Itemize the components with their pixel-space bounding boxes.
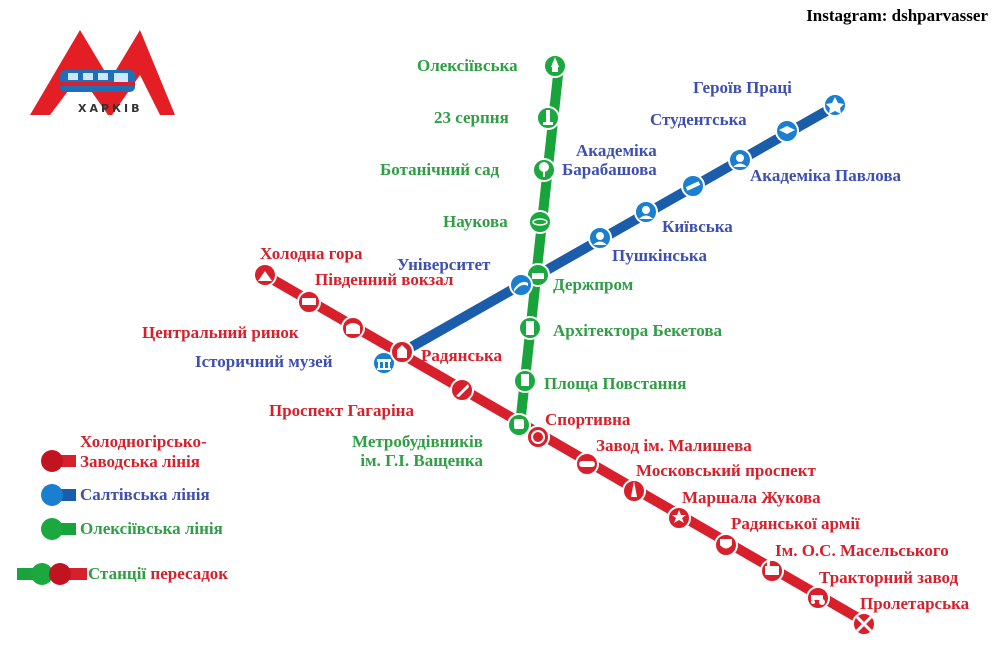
station-maselskoho[interactable]: Ім. О.С. Масельського: [775, 541, 949, 560]
atom-icon: [528, 210, 552, 234]
ball-icon: [526, 425, 550, 449]
legend-markers: [17, 450, 87, 585]
legend-transfer-green-dot: [31, 563, 53, 585]
station-heroiv-pratsi[interactable]: Героїв Праці: [693, 78, 792, 97]
station-kholodna-hora[interactable]: Холодна гора: [260, 244, 363, 263]
station-derzhprom[interactable]: Держпром: [553, 275, 634, 294]
station-botanichnyi-sad[interactable]: Ботанічний сад: [380, 160, 500, 179]
station-marshala-zhukova[interactable]: Маршала Жукова: [682, 488, 821, 507]
legend-blue-dot: [41, 484, 63, 506]
station-zavod-malysheva[interactable]: Завод ім. Малишева: [596, 436, 752, 455]
station-akad-barabashova[interactable]: Академіка Барабашова: [562, 141, 657, 180]
legend-green-line: Олексіївська лінія: [80, 519, 223, 538]
station-pivdennyi-vokzal[interactable]: Південний вокзал: [315, 270, 454, 289]
station-moskovskyi-prospekt[interactable]: Московський проспект: [636, 461, 816, 480]
station-kyivska[interactable]: Київська: [662, 217, 733, 236]
station-radianskoi-armii[interactable]: Радянської армії: [731, 514, 860, 533]
station-studentska[interactable]: Студентська: [650, 110, 747, 129]
station-beketova[interactable]: Архітектора Бекетова: [553, 321, 723, 340]
station-traktornyi-zavod[interactable]: Тракторний завод: [819, 568, 959, 587]
metro-m-logo: ХАРКІВ: [30, 30, 175, 115]
station-akad-pavlova[interactable]: Академіка Павлова: [750, 166, 902, 185]
station-oleksiivska[interactable]: Олексіївська: [417, 56, 518, 75]
station-sportyvna[interactable]: Спортивна: [545, 410, 631, 429]
station-proletarska[interactable]: Пролетарська: [860, 594, 970, 613]
station-prospekt-haharina[interactable]: Проспект Гагаріна: [269, 401, 414, 420]
station-istorychnyi-muzei[interactable]: Історичний музей: [195, 352, 333, 371]
legend-blue-line: Салтівська лінія: [80, 485, 210, 504]
station-metrobudivnykiv[interactable]: Метробудівників ім. Г.І. Ващенка: [352, 432, 483, 471]
legend-red-line: Холодногірсько- Заводська лінія: [80, 432, 207, 471]
station-23-serpnia[interactable]: 23 серпня: [434, 108, 509, 127]
legend-transfer-word2: пересадок: [150, 564, 229, 583]
legend-transfer-red-dot: [49, 563, 71, 585]
legend-transfer-word1: Станції: [88, 564, 147, 583]
legend-red-dot: [41, 450, 63, 472]
station-radianska[interactable]: Радянська: [421, 346, 503, 365]
legend-transfer: Станції пересадок: [88, 564, 228, 584]
station-universytet[interactable]: Університет: [397, 255, 491, 274]
station-povstannia[interactable]: Площа Повстання: [544, 374, 687, 393]
station-pushkinska[interactable]: Пушкінська: [612, 246, 707, 265]
station-tsentralnyi-rynok[interactable]: Центральний ринок: [142, 323, 299, 342]
instagram-credit: Instagram: dshparvasser: [806, 6, 988, 25]
legend-green-dot: [41, 518, 63, 540]
station-naukova[interactable]: Наукова: [443, 212, 508, 231]
logo-city: ХАРКІВ: [78, 102, 143, 115]
